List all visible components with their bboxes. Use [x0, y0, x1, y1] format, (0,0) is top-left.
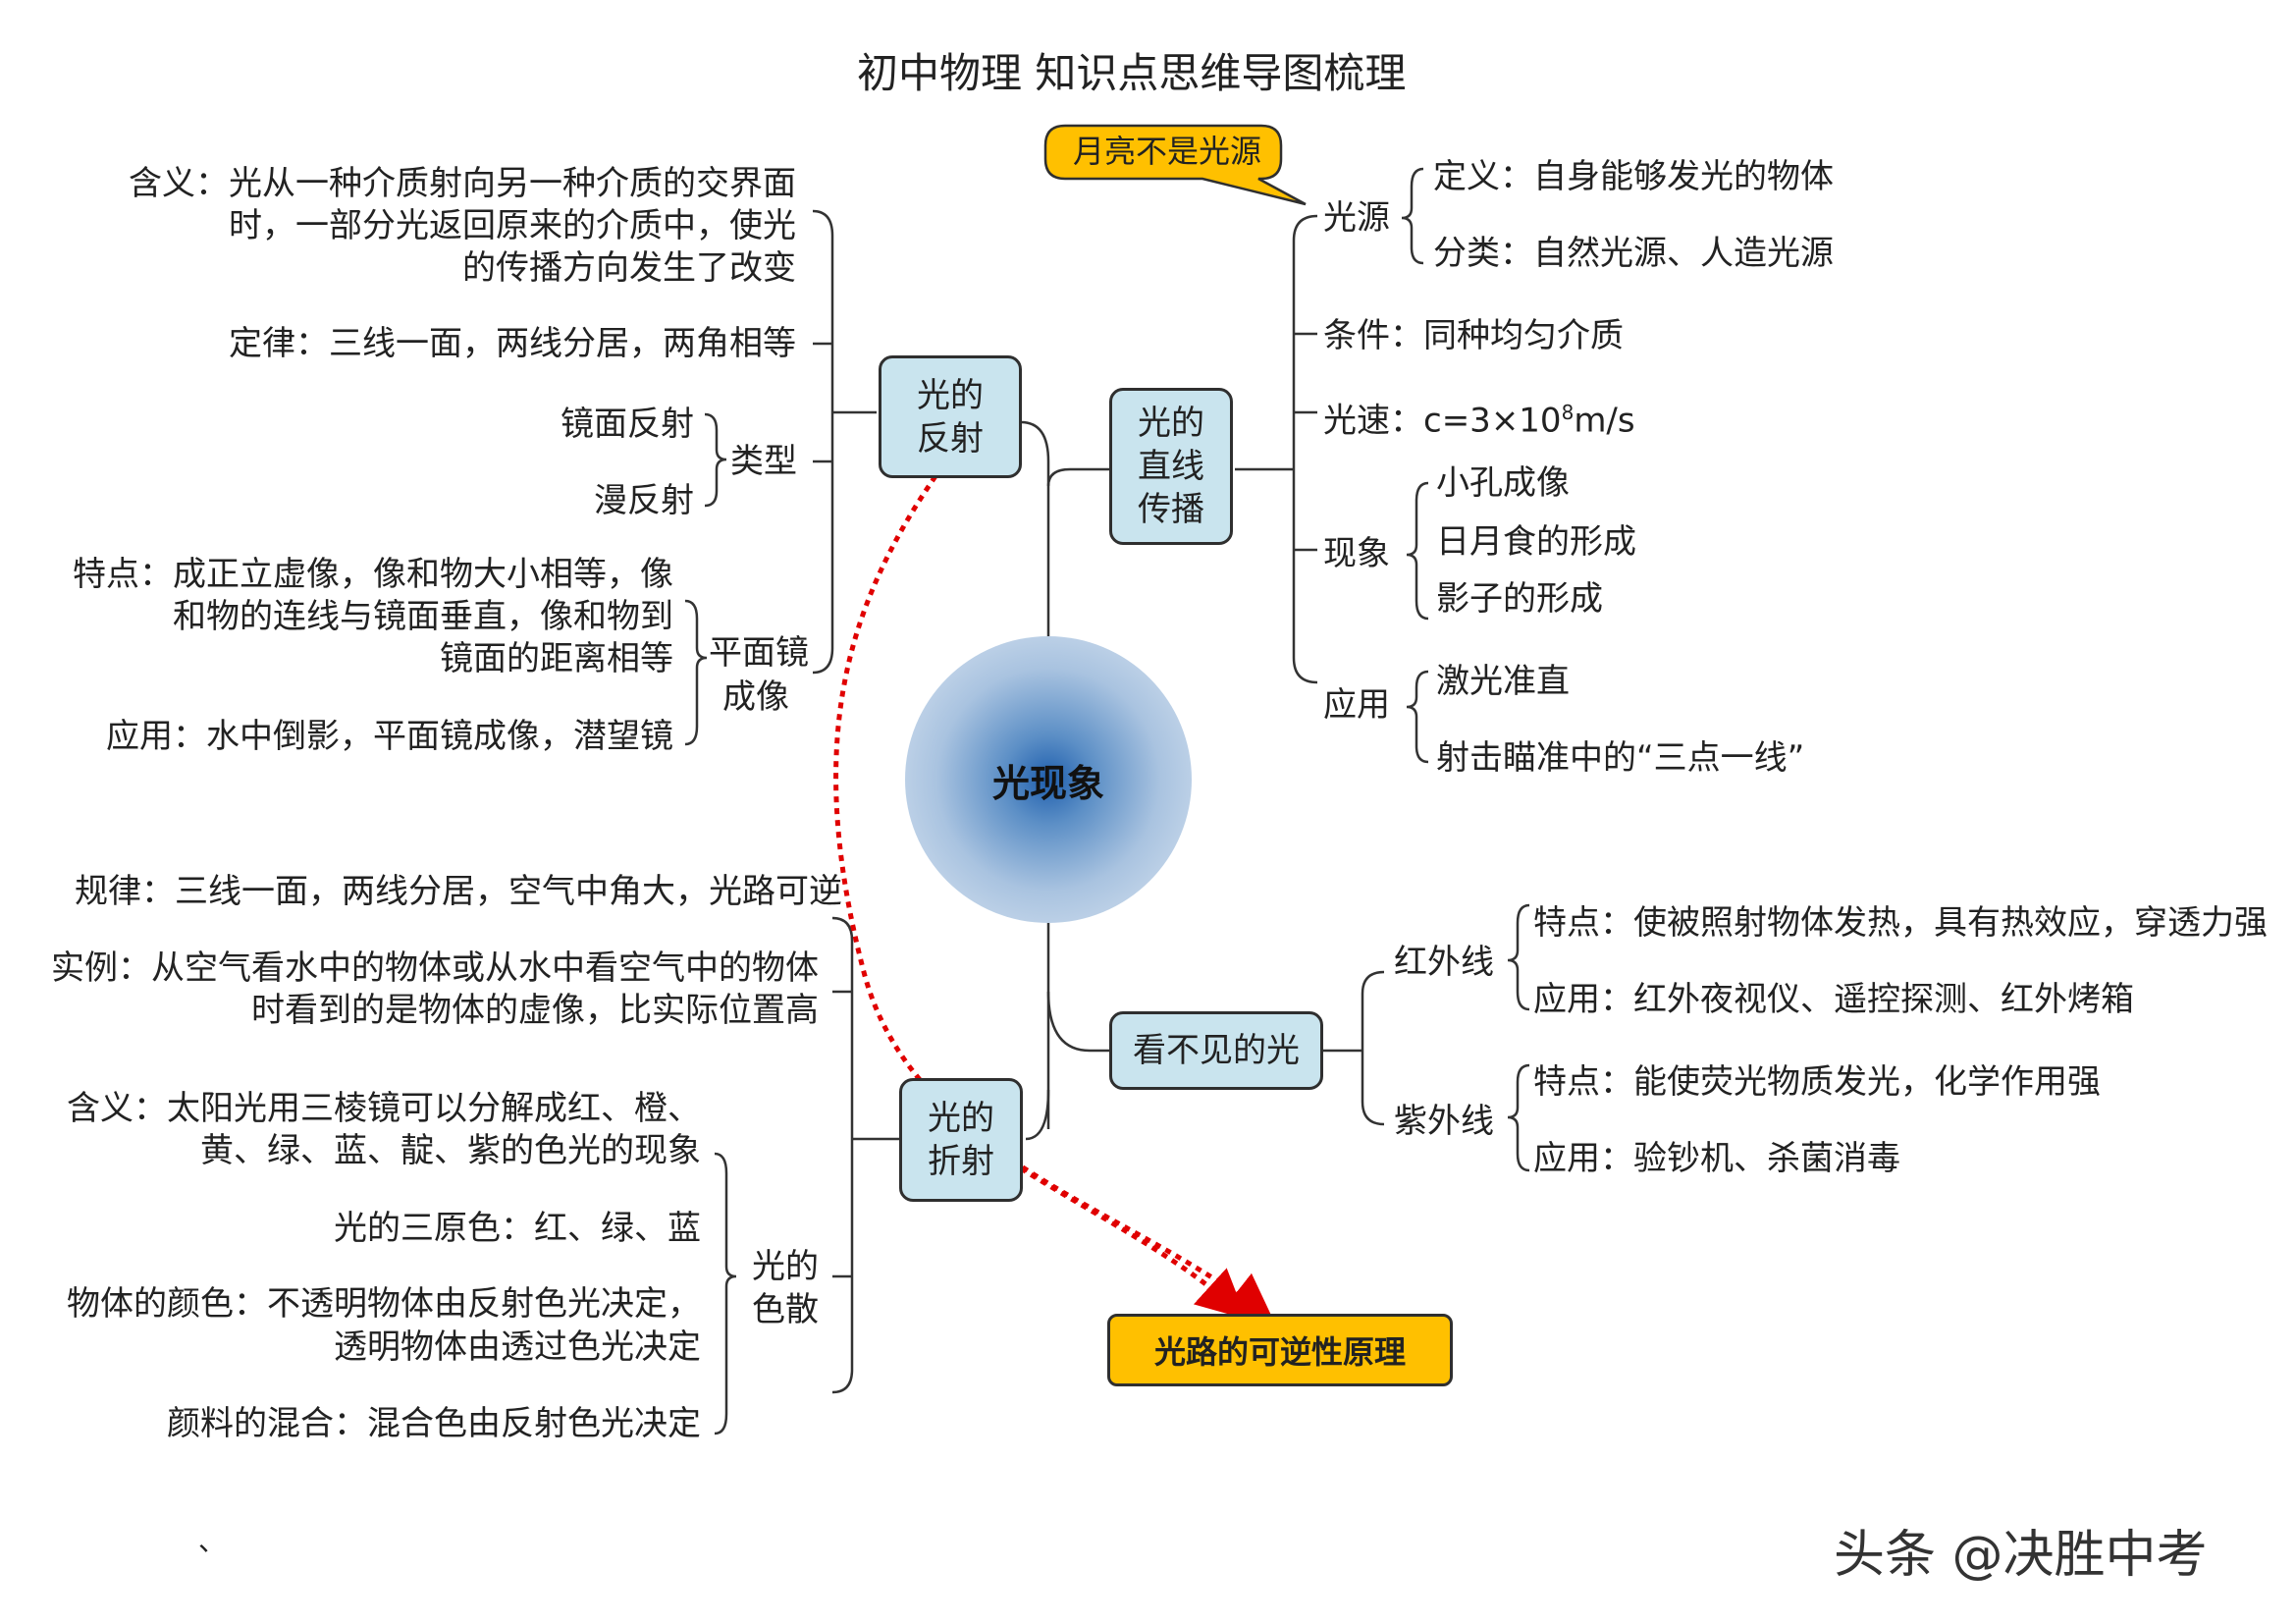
uv-feature: 特点：能使荧光物质发光，化学作用强 — [1533, 1062, 2101, 1102]
ir-app: 应用：红外夜视仪、遥控探测、红外烤箱 — [1533, 980, 2134, 1019]
phenomenon-2: 日月食的形成 — [1436, 522, 1636, 562]
dispersion-meaning-2: 黄、绿、蓝、靛、紫的色光的现象 — [200, 1131, 701, 1170]
speed-prefix: 光速：c=3×10 — [1323, 401, 1562, 441]
phenomenon-1: 小孔成像 — [1436, 463, 1570, 503]
refraction-bracket — [831, 916, 854, 1394]
link-reflection — [1020, 420, 1050, 486]
dispersion-brace — [714, 1152, 737, 1435]
center-label: 光现象 — [991, 761, 1104, 805]
callout-bubble — [1043, 124, 1307, 206]
reflection-meaning-2: 时，一部分光返回原来的介质中，使光 — [229, 206, 796, 245]
straight-label-2: 直线 — [1138, 447, 1204, 486]
phenomenon-3: 影子的形成 — [1436, 579, 1603, 619]
dispersion-label-2: 色散 — [752, 1290, 819, 1329]
reflection-to-principle-arrow — [833, 474, 1275, 1324]
straight-node: 光的 直线 传播 — [1109, 388, 1233, 545]
callout-text: 月亮不是光源 — [1073, 133, 1262, 170]
object-color-2: 透明物体由透过色光决定 — [334, 1327, 701, 1367]
refraction-label-1: 光的 — [928, 1099, 994, 1138]
plane-label-1: 平面镜 — [709, 633, 809, 673]
type-diffuse: 漫反射 — [594, 481, 694, 520]
object-color-1: 物体的颜色：不透明物体由反射色光决定， — [67, 1284, 701, 1324]
link-refraction — [1025, 1089, 1050, 1141]
types-brace — [704, 412, 727, 508]
phenomena-label: 现象 — [1323, 534, 1390, 573]
stray-mark: 、 — [198, 1525, 227, 1557]
phenomena-brace — [1406, 481, 1429, 621]
refraction-to-principle-arrow — [1019, 1165, 1247, 1320]
apps-label: 应用 — [1323, 685, 1390, 725]
speed-exp: 8 — [1561, 401, 1575, 424]
speed-suffix: m/s — [1574, 401, 1635, 441]
principle-label: 光路的可逆性原理 — [1153, 1333, 1406, 1371]
invisible-node: 看不见的光 — [1109, 1011, 1323, 1090]
refraction-law: 规律：三线一面，两线分居，空气中角大，光路可逆 — [75, 872, 842, 911]
uv-label: 紫外线 — [1394, 1102, 1494, 1141]
uv-brace — [1507, 1063, 1530, 1172]
condition: 条件：同种均匀介质 — [1323, 316, 1624, 355]
primary-colors: 光的三原色：红、绿、蓝 — [334, 1209, 701, 1248]
reflection-bracket — [812, 209, 834, 675]
app-2: 射击瞄准中的“三点一线” — [1436, 738, 1805, 778]
ir-brace — [1507, 903, 1530, 1011]
ir-feature: 特点：使被照射物体发热，具有热效应，穿透力强 — [1533, 903, 2268, 943]
reflection-law: 定律：三线一面，两线分居，两角相等 — [229, 324, 796, 363]
plane-feature-3: 镜面的距离相等 — [440, 639, 673, 678]
invisible-label: 看不见的光 — [1133, 1031, 1300, 1070]
plane-apps: 应用：水中倒影，平面镜成像，潜望镜 — [106, 717, 673, 756]
types-label: 类型 — [730, 442, 797, 481]
source-cls: 分类：自然光源、人造光源 — [1433, 234, 1834, 273]
reflection-meaning-3: 的传播方向发生了改变 — [462, 248, 796, 288]
source-def: 定义：自身能够发光的物体 — [1433, 157, 1834, 196]
plane-feature-2: 和物的连线与镜面垂直，像和物到 — [173, 597, 673, 636]
reversibility-principle-box: 光路的可逆性原理 — [1107, 1314, 1453, 1386]
type-specular: 镜面反射 — [561, 405, 694, 444]
dispersion-meaning-1: 含义：太阳光用三棱镜可以分解成红、橙、 — [67, 1089, 701, 1128]
refraction-label-2: 折射 — [928, 1142, 994, 1181]
apps-brace — [1406, 670, 1429, 764]
reflection-label-2: 反射 — [917, 418, 984, 459]
reflection-node: 光的 反射 — [879, 355, 1022, 478]
center-node: 光现象 — [905, 636, 1192, 923]
plane-feature-1: 特点：成正立虚像，像和物大小相等，像 — [73, 555, 673, 594]
page-title: 初中物理 知识点思维导图梳理 — [857, 49, 1407, 97]
refraction-node: 光的 折射 — [899, 1078, 1023, 1202]
plane-brace — [684, 599, 708, 746]
pigment-mix: 颜料的混合：混合色由反射色光决定 — [167, 1404, 701, 1443]
link-straight — [1046, 467, 1112, 487]
link-invisible — [1046, 991, 1112, 1053]
uv-app: 应用：验钞机、杀菌消毒 — [1533, 1139, 1900, 1178]
app-1: 激光准直 — [1436, 662, 1570, 701]
source-label: 光源 — [1323, 198, 1390, 238]
invisible-bracket — [1361, 970, 1385, 1126]
source-brace — [1401, 167, 1424, 265]
refraction-example-1: 实例：从空气看水中的物体或从水中看空气中的物体 — [51, 948, 819, 988]
light-speed: 光速：c=3×108m/s — [1323, 391, 1635, 442]
straight-label-3: 传播 — [1138, 490, 1204, 529]
straight-bracket — [1292, 214, 1318, 684]
ir-label: 红外线 — [1394, 943, 1494, 982]
straight-label-1: 光的 — [1138, 404, 1204, 443]
reflection-label-1: 光的 — [917, 375, 984, 415]
plane-label-2: 成像 — [722, 677, 789, 717]
watermark: 头条 @决胜中考 — [1834, 1526, 2208, 1585]
reflection-meaning-1: 含义：光从一种介质射向另一种介质的交界面 — [129, 164, 796, 203]
refraction-example-2: 时看到的是物体的虚像，比实际位置高 — [251, 991, 819, 1030]
dispersion-label-1: 光的 — [752, 1247, 819, 1286]
